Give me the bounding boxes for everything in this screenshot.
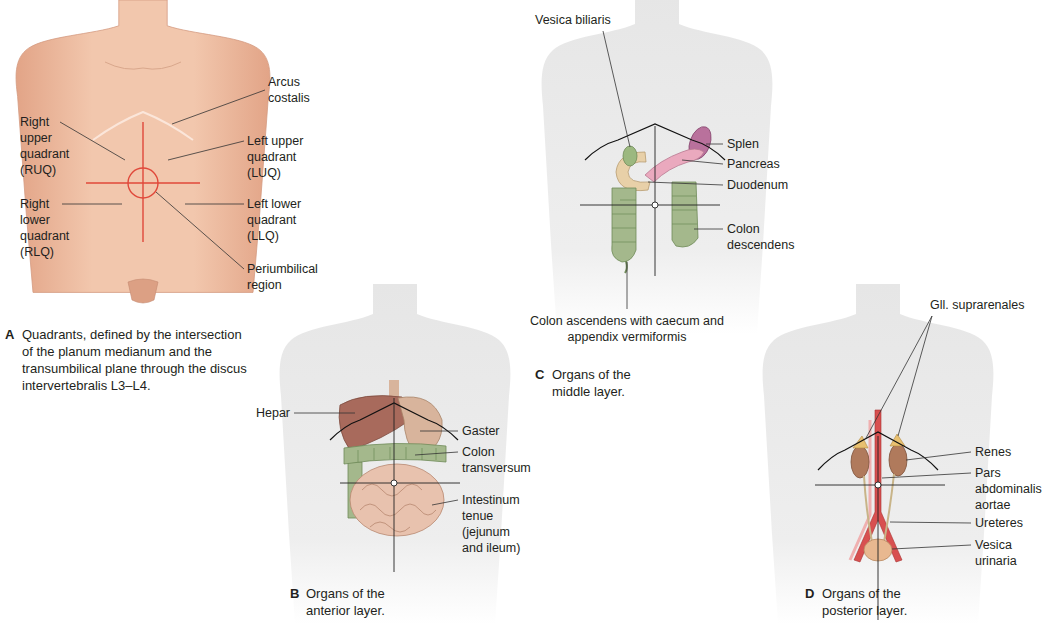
periumbilical-circle (128, 168, 158, 198)
kidney-shape (851, 446, 869, 478)
panel-letter: B (290, 585, 306, 602)
leader-line (185, 204, 244, 205)
quadrant-label: Left upper quadrant (LUQ) (247, 133, 327, 181)
vena-cava-shape (850, 420, 870, 560)
panel-caption: Organs of the posterior layer. (822, 585, 934, 619)
organ-label: Gll. suprarenales (930, 297, 1048, 313)
panel-letter: D (805, 585, 821, 602)
organ-label: Colon transversum (462, 444, 542, 476)
ureter-line (864, 474, 894, 542)
ascending-colon-shape (612, 188, 636, 262)
haustra (672, 196, 697, 224)
leader-line (892, 545, 971, 549)
leader-line (168, 141, 244, 160)
leader-line (294, 413, 355, 414)
leader-line (882, 473, 971, 478)
organ-label: Colon descendens (727, 221, 799, 253)
leader-line (60, 122, 125, 160)
transumbilical-plane-line (86, 182, 200, 183)
torso-a (16, 0, 270, 303)
intestine-loops (360, 484, 436, 532)
panel-caption: Organs of the middle layer. (552, 366, 656, 400)
descending-colon-shape (672, 182, 698, 247)
quadrant-label: Left lower quadrant (LLQ) (247, 196, 317, 244)
leader-line (420, 431, 458, 432)
organ-label: Intestinum tenue (jejunum and ileum) (462, 492, 534, 556)
haustra (612, 200, 636, 242)
organ-label: Vesica urinaria (975, 537, 1037, 569)
organ-label: Duodenum (727, 177, 807, 193)
umbilicus-mark (875, 482, 881, 488)
pancreas-shape (645, 149, 704, 182)
organ-label: Colon ascendens with caecum and appendix… (522, 313, 732, 345)
organ-label: Renes (975, 444, 1047, 460)
small-intestine-shape (350, 464, 444, 536)
leader-line (627, 262, 628, 309)
chest-contour (105, 62, 181, 69)
leader-line (866, 316, 932, 438)
organ-label: Splen (727, 136, 807, 152)
leader-line (62, 204, 122, 205)
region-label: Periumbilical region (247, 261, 335, 293)
panel-caption: Organs of the anterior layer. (306, 585, 410, 619)
organ-label: Pars abdominalis aortae (975, 465, 1047, 513)
leader-line (156, 192, 244, 269)
leader-line (898, 316, 932, 436)
median-plane-line (142, 122, 143, 242)
leader-lines (60, 31, 971, 549)
leader-line (706, 144, 723, 145)
leader-line (432, 500, 458, 505)
leader-line (682, 160, 723, 164)
leader-line (694, 229, 723, 230)
organ-label: Ureteres (975, 515, 1047, 531)
quadrant-label: Right lower quadrant (RLQ) (20, 196, 80, 260)
leader-line (890, 522, 971, 523)
median-plane-line (655, 126, 656, 276)
leader-line (648, 182, 723, 185)
organ-label: Hepar (246, 405, 290, 421)
leader-line (906, 452, 971, 460)
transumbilical-plane-line (580, 205, 720, 206)
kidney-shape (889, 444, 907, 476)
umbilicus-mark (391, 480, 397, 486)
organ-label: Pancreas (727, 156, 807, 172)
organ-label: Gaster (462, 423, 542, 439)
umbilicus-mark (652, 202, 658, 208)
genital-region (128, 279, 158, 303)
transumbilical-plane-line (340, 483, 460, 484)
gallbladder-shape (623, 146, 637, 166)
torso-d (763, 284, 994, 624)
leader-line (172, 90, 265, 124)
panel-letter: C (535, 366, 551, 383)
region-label: Arcus costalis (268, 74, 338, 106)
panel-caption: Quadrants, defined by the intersection o… (22, 326, 250, 394)
organ-label: Vesica biliaris (535, 12, 645, 28)
leader-line (603, 31, 630, 147)
leader-line (415, 452, 458, 455)
quadrant-label: Right upper quadrant (RUQ) (20, 114, 80, 178)
panel-letter: A (5, 326, 21, 343)
appendix-shape (625, 261, 627, 273)
